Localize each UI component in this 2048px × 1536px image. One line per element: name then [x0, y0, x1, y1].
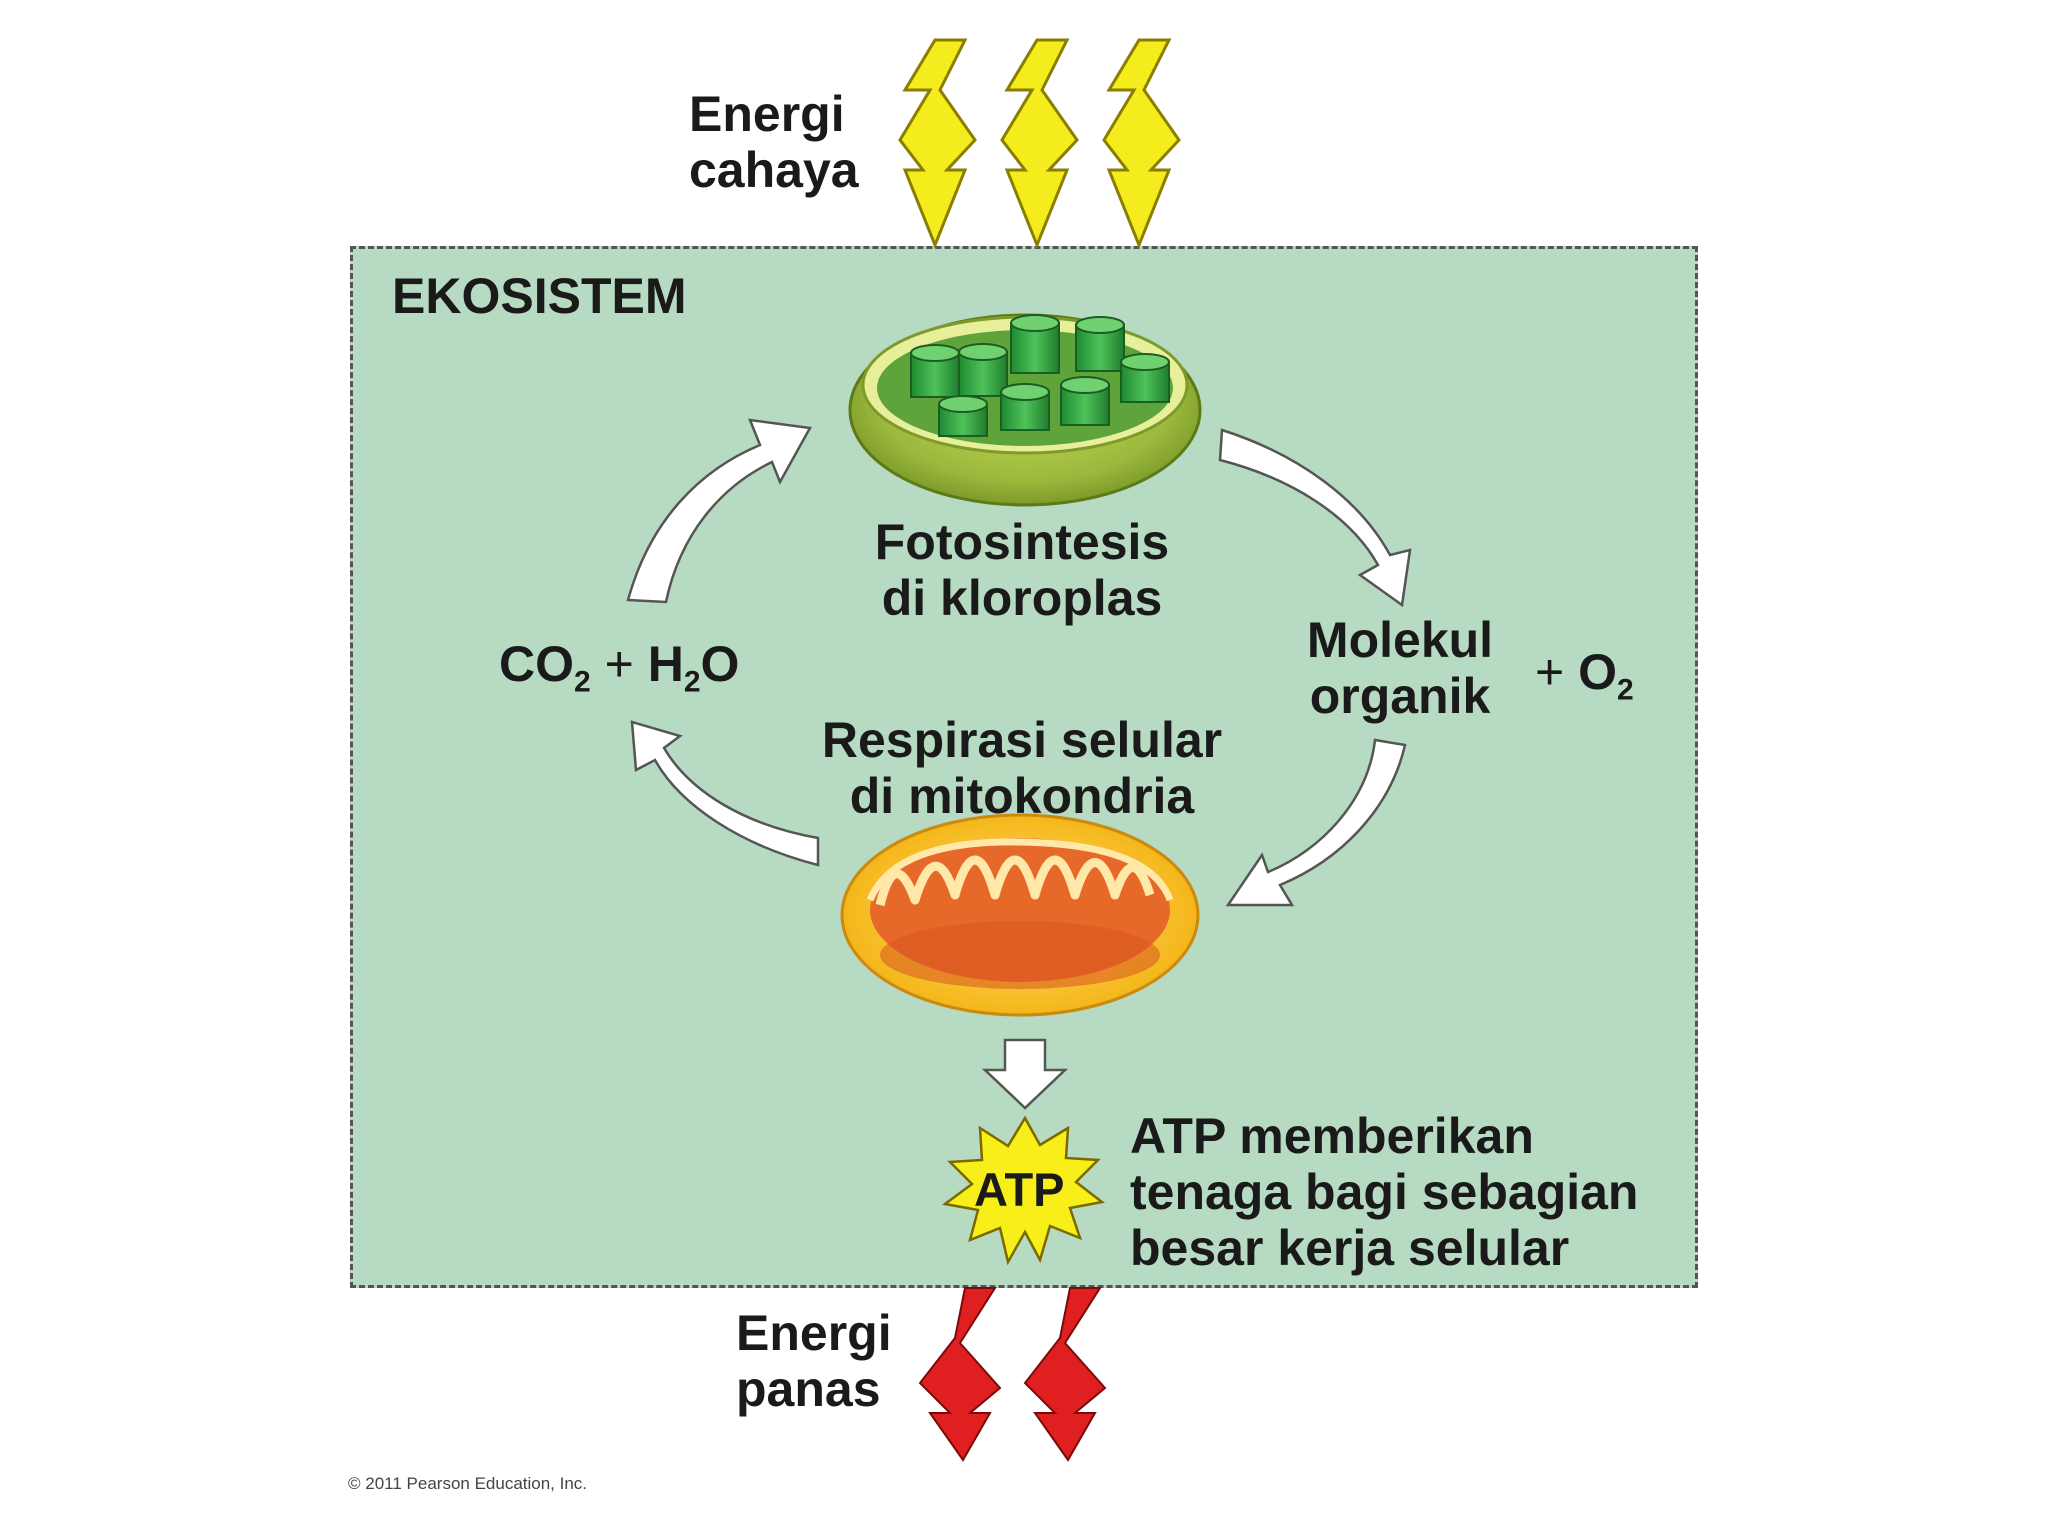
heat-energy-line1: Energi	[736, 1305, 892, 1361]
h2o-subscript: 2	[683, 665, 701, 699]
chloroplast-grana	[910, 314, 1170, 437]
plus-sign-left: +	[604, 636, 634, 692]
plus-sign-right: +	[1535, 644, 1565, 700]
light-arrow-2	[1000, 38, 1079, 250]
down-arrow-icon	[981, 1038, 1069, 1110]
co2-h2o-label: CO2 + H2O	[499, 636, 739, 699]
photosynthesis-line2: di kloroplas	[881, 570, 1163, 626]
atp-description: ATP memberikan tenaga bagi sebagian besa…	[1130, 1108, 1638, 1276]
light-energy-line2: cahaya	[689, 142, 859, 198]
heat-energy-arrows	[918, 1287, 1107, 1462]
h2o-h: H	[647, 636, 684, 692]
organic-line1: Molekul	[1306, 612, 1494, 668]
photosynthesis-label: Fotosintesis di kloroplas	[822, 514, 1222, 626]
light-energy-line1: Energi	[689, 86, 845, 142]
o2-text: O	[1578, 644, 1618, 700]
respiration-line1: Respirasi selular	[821, 712, 1223, 768]
copyright-text: © 2011 Pearson Education, Inc.	[348, 1474, 588, 1493]
arrow-to-co2-h2o	[630, 720, 820, 867]
atp-star-icon	[941, 1115, 1105, 1266]
heat-arrow-1	[918, 1287, 1002, 1462]
heat-energy-label: Energi panas	[736, 1305, 892, 1417]
organic-line2: organik	[1309, 668, 1491, 724]
atp-badge-label: ATP	[974, 1163, 1065, 1216]
cycle-arrows	[626, 418, 1412, 907]
light-energy-label: Energi cahaya	[689, 86, 859, 198]
arrow-to-photosynthesis	[626, 418, 812, 604]
heat-arrow-2	[1023, 1287, 1107, 1462]
o2-label: + O2	[1535, 644, 1634, 707]
atp-desc-line3: besar kerja selular	[1130, 1220, 1570, 1276]
mitochondrion-icon	[840, 813, 1200, 1017]
h2o-o: O	[700, 636, 740, 692]
co2-subscript: 2	[574, 665, 591, 699]
arrow-to-respiration	[1225, 738, 1407, 907]
respiration-line2: di mitokondria	[849, 768, 1195, 824]
heat-energy-line2: panas	[736, 1361, 881, 1417]
ecosystem-label: EKOSISTEM	[392, 268, 687, 324]
atp-desc-line2: tenaga bagi sebagian	[1130, 1164, 1639, 1220]
co2-text: CO	[499, 636, 574, 692]
photosynthesis-line1: Fotosintesis	[874, 514, 1170, 570]
organic-molecules-label: Molekul organik	[1270, 612, 1530, 724]
chloroplast-icon	[848, 313, 1202, 507]
light-arrow-3	[1102, 38, 1181, 250]
light-arrow-1	[898, 38, 977, 250]
o2-subscript: 2	[1617, 673, 1634, 707]
arrow-to-organic-molecules	[1218, 428, 1412, 608]
light-energy-arrows	[898, 38, 1181, 250]
respiration-label: Respirasi selular di mitokondria	[792, 712, 1252, 824]
atp-desc-line1: ATP memberikan	[1130, 1108, 1534, 1164]
